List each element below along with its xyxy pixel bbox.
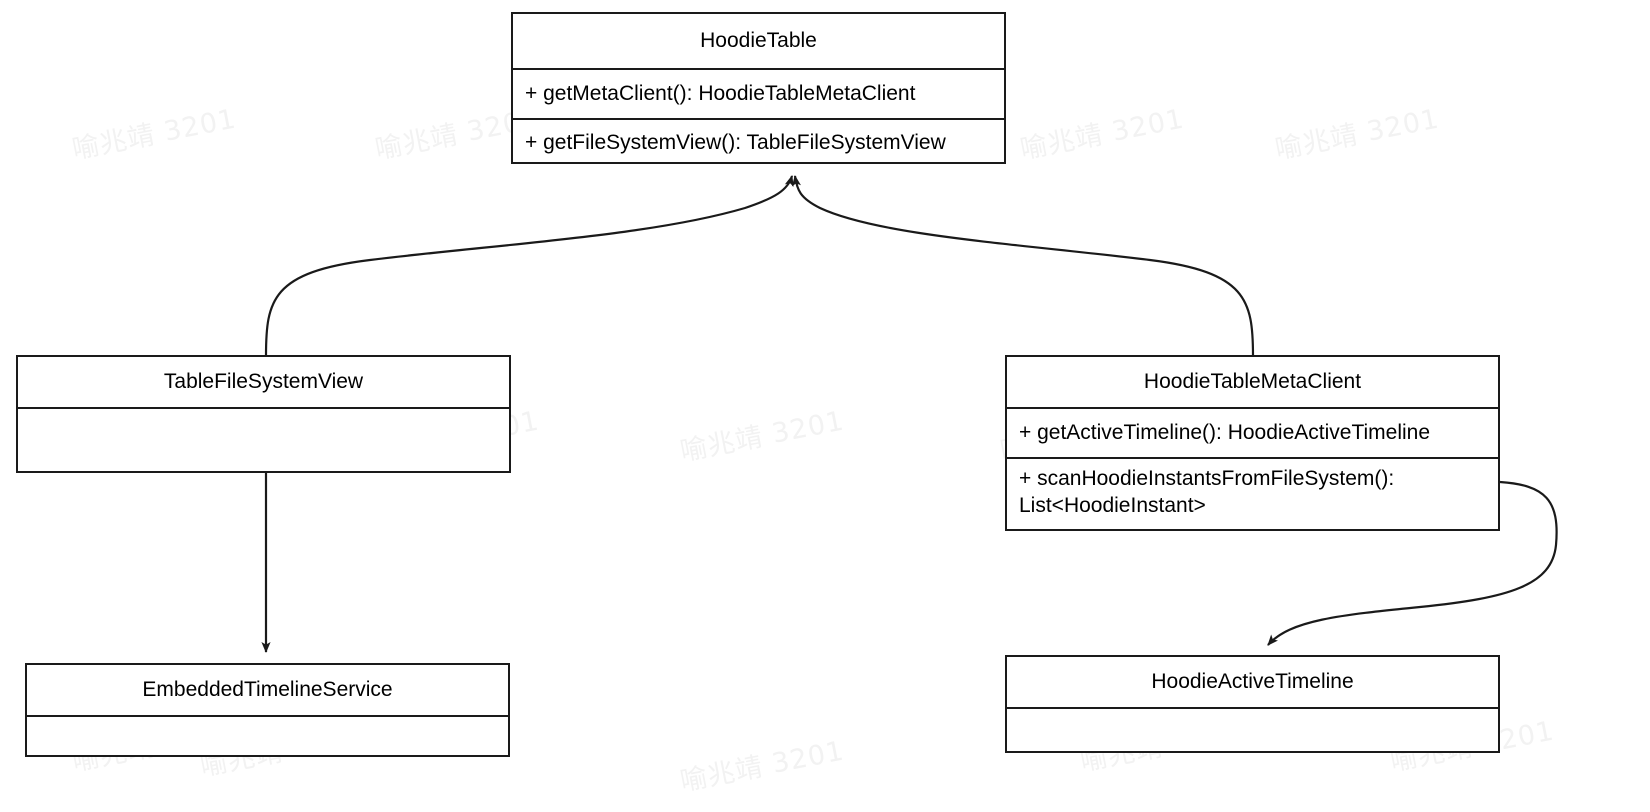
uml-compartment-hoodie-table-meta-client-0: + getActiveTimeline(): HoodieActiveTimel… (1007, 409, 1498, 457)
uml-class-name-hoodie-table: HoodieTable (513, 14, 1004, 70)
watermark-text: 喻兆靖 3201 (69, 103, 239, 166)
uml-member-line: + getActiveTimeline(): HoodieActiveTimel… (1019, 421, 1431, 444)
uml-compartment-table-file-system-view-0 (18, 409, 509, 473)
uml-class-embedded-timeline-service[interactable]: EmbeddedTimelineService (25, 663, 510, 757)
uml-class-hoodie-table[interactable]: HoodieTable + getMetaClient(): HoodieTabl… (511, 12, 1006, 164)
uml-compartment-embedded-timeline-service-0 (27, 717, 508, 759)
uml-compartment-hoodie-active-timeline-0 (1007, 709, 1498, 755)
uml-member-line: List<HoodieInstant> (1019, 493, 1206, 517)
uml-member-line: + getFileSystemView(): TableFileSystemVi… (525, 131, 946, 154)
uml-compartment-hoodie-table-meta-client-1: + scanHoodieInstantsFromFileSystem(): Lis… (1007, 457, 1498, 533)
edge-tfsv-to-hoodie-table (264, 175, 794, 357)
uml-member-line: + getMetaClient(): HoodieTableMetaClient (525, 82, 916, 105)
watermark-text: 喻兆靖 3201 (1272, 103, 1442, 166)
uml-class-hoodie-table-meta-client[interactable]: HoodieTableMetaClient + getActiveTimeline… (1005, 355, 1500, 531)
uml-member-line: + scanHoodieInstantsFromFileSystem(): (1019, 467, 1395, 490)
uml-class-name-table-file-system-view: TableFileSystemView (18, 357, 509, 409)
uml-class-hoodie-active-timeline[interactable]: HoodieActiveTimeline (1005, 655, 1500, 753)
uml-class-table-file-system-view[interactable]: TableFileSystemView (16, 355, 511, 473)
edge-meta-client-to-hoodie-table (791, 175, 1255, 357)
watermark-text: 喻兆靖 3201 (1017, 103, 1187, 166)
uml-class-name-hoodie-table-meta-client: HoodieTableMetaClient (1007, 357, 1498, 409)
watermark-text: 喻兆靖 3201 (677, 735, 847, 798)
uml-compartment-hoodie-table-1: + getFileSystemView(): TableFileSystemVi… (513, 118, 1004, 166)
uml-class-name-hoodie-active-timeline: HoodieActiveTimeline (1007, 657, 1498, 709)
uml-compartment-hoodie-table-0: + getMetaClient(): HoodieTableMetaClient (513, 70, 1004, 118)
watermark-text: 喻兆靖 3201 (677, 405, 847, 468)
uml-class-name-embedded-timeline-service: EmbeddedTimelineService (27, 665, 508, 717)
